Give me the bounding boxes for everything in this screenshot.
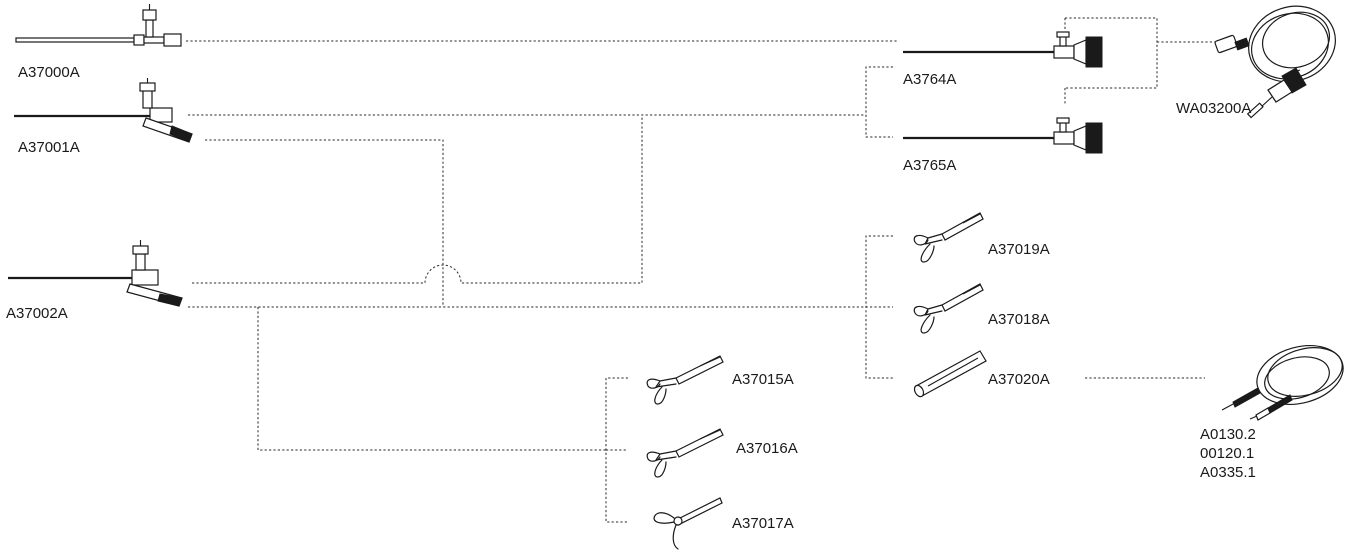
telescope-a3765a-drawing	[903, 117, 1103, 154]
label-cable-code-1: A0130.2	[1200, 426, 1256, 443]
label-a3764a: A3764A	[903, 71, 956, 88]
label-cable-code-3: A0335.1	[1200, 464, 1256, 481]
connector-lower-group	[257, 307, 606, 451]
label-cable-code-2: 00120.1	[1200, 445, 1254, 462]
label-a37016a: A37016A	[736, 440, 798, 457]
sheath-a37000a-drawing	[15, 4, 182, 47]
connector-light-cable-bracket	[1065, 17, 1158, 89]
telescope-a3764a-drawing	[903, 31, 1103, 68]
label-a37001a: A37001A	[18, 139, 80, 156]
snare-a37017a-drawing	[653, 497, 723, 550]
light-cable-wa03200a-drawing	[1214, 5, 1336, 119]
label-a37019a: A37019A	[988, 241, 1050, 258]
label-a37000a: A37000A	[18, 64, 80, 81]
electrode-a37020a-drawing	[913, 350, 987, 398]
part-labels: A37000A A37001A A37002A A3764A A3765A WA…	[6, 64, 1256, 532]
sheath-a37002a-drawing	[8, 240, 183, 307]
label-a37017a: A37017A	[732, 515, 794, 532]
connector-a37001a-down	[205, 139, 444, 307]
sheath-a37001a-drawing	[14, 78, 193, 143]
label-a37002a: A37002A	[6, 305, 68, 322]
label-a37018a: A37018A	[988, 311, 1050, 328]
forceps-a37016a-drawing	[646, 428, 724, 478]
label-a3765a: A3765A	[903, 157, 956, 174]
label-a37020a: A37020A	[988, 371, 1050, 388]
forceps-a37018a-drawing	[913, 283, 984, 334]
connector-telescope-bracket	[865, 66, 893, 138]
forceps-a37019a-drawing	[913, 212, 984, 263]
connector-lines	[186, 17, 1215, 523]
label-wa03200a: WA03200A	[1176, 100, 1251, 117]
connector-forceps-bracket	[865, 235, 893, 379]
electrode-cable-drawing	[1221, 345, 1344, 421]
label-a37015a: A37015A	[732, 371, 794, 388]
connector-a37002a-top	[192, 115, 643, 284]
forceps-a37015a-drawing	[646, 355, 724, 405]
